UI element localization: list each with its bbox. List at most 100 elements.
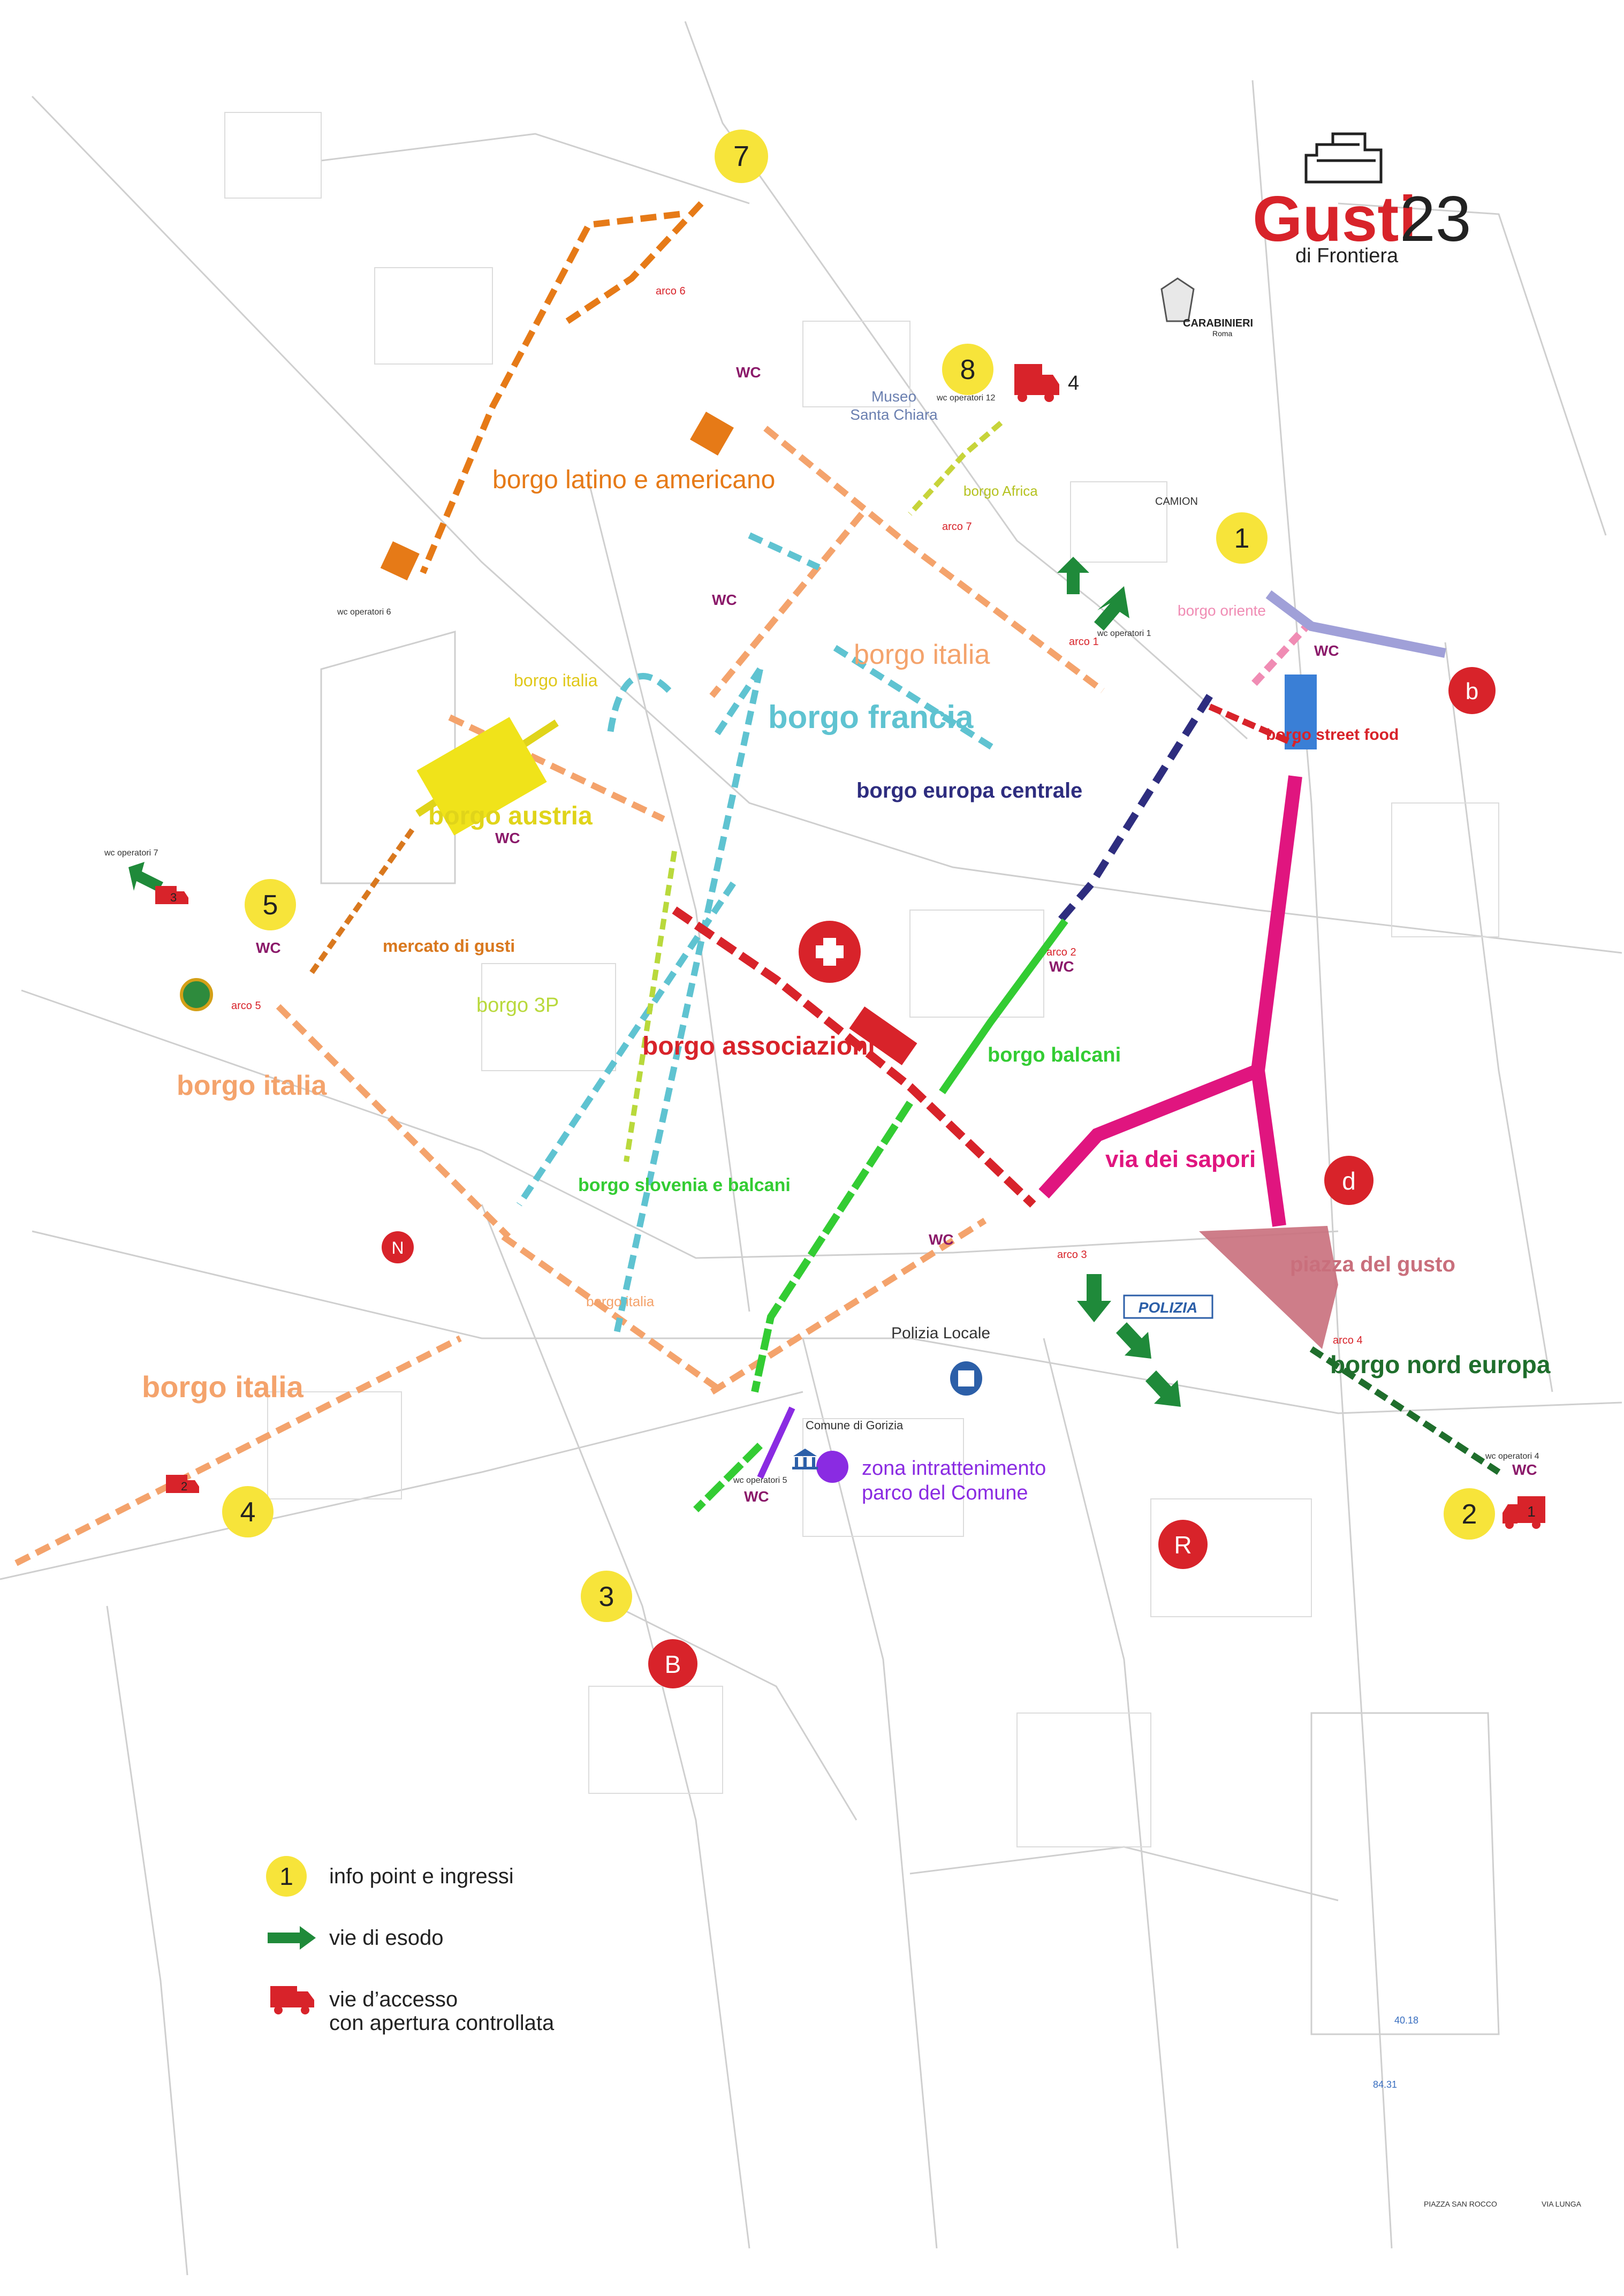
zone-oriente-line [1249,618,1315,688]
zone-3p-line [624,851,677,1162]
zone-sapori-line [1038,775,1302,1227]
info-point-5[interactable]: 5 [245,879,296,930]
label-arco5: arco 5 [231,1000,261,1012]
label-camion: CAMION [1155,496,1198,507]
svg-text:2: 2 [181,1480,187,1493]
label-piazza-del-gusto: piazza del gusto [1290,1253,1455,1276]
logo-brand: Gusti [1253,183,1417,255]
zone-africa-line [908,421,1003,516]
red-markers: b d N R B [382,667,1496,1688]
info-point-8[interactable]: 8 [942,344,993,395]
legend-info-label: info point e ingressi [329,1865,514,1888]
label-wc-op5: wc operatori 5 [733,1476,787,1485]
label-arco1: arco 1 [1069,636,1099,648]
label-wc-op4: wc operatori 4 [1485,1452,1539,1461]
zone-balcani-line [939,918,1068,1094]
truck-icon-2[interactable]: 2 [166,1475,199,1493]
legend-info-icon: 1 [266,1856,307,1897]
svg-text:N: N [391,1238,404,1257]
zone-lavender-road [1265,590,1446,658]
label-borgo-slovenia: borgo slovenia e balcani [578,1175,791,1195]
label-borgo-italia-yellow: borgo italia [514,671,598,690]
label-borgo-nord-europa: borgo nord europa [1330,1351,1551,1378]
zone-streetfood-line [1208,703,1297,747]
truck-icon-1[interactable]: 1 [1502,1496,1545,1529]
info-point-7[interactable]: 7 [715,130,768,183]
marker-r[interactable]: R [1158,1520,1208,1569]
exit-arrow-icon [128,862,163,892]
label-borgo-street-food: borgo street food [1266,726,1399,744]
building-outlines [224,112,1499,1847]
svg-text:4: 4 [1068,372,1079,395]
label-borgo-3p: borgo 3P [476,994,559,1017]
label-comune: Comune di Gorizia [806,1419,904,1432]
zone-francia-line [517,532,998,1339]
municipality-icon [792,1449,818,1469]
marker-b-large[interactable]: B [648,1639,697,1688]
label-mercato-di-gusti: mercato di gusti [383,936,515,956]
exit-arrows [128,557,1181,1407]
svg-text:CARABINIERI: CARABINIERI [1183,317,1253,329]
info-points: 7 8 1 5 4 3 2 [222,130,1495,1622]
label-borgo-italia-southwest: borgo italia [142,1370,304,1404]
svg-text:1: 1 [1234,523,1250,554]
wc-icon: WC [1049,958,1074,975]
info-point-1[interactable]: 1 [1216,512,1268,564]
label-via-lunga: VIA LUNGA [1542,2200,1582,2208]
legend-row-exit: vie di esodo [265,1924,443,1951]
truck-icon-3[interactable]: 3 [155,886,188,904]
zone-labels: borgo latino e americano borgo Africa bo… [142,466,1551,1504]
svg-text:b: b [1466,678,1478,704]
castle-icon [1304,132,1383,184]
svg-text:4: 4 [240,1497,256,1528]
label-arco6: arco 6 [656,285,686,297]
label-borgo-africa: borgo Africa [963,483,1038,499]
label-borgo-latino: borgo latino e americano [492,466,775,494]
police-badge-icon [950,1361,982,1396]
exit-arrow-icon [268,1926,316,1950]
svg-text:1: 1 [1527,1503,1536,1520]
wc-icon: WC [712,592,737,608]
wc-marks: WC WC WC WC WC WC WC WC WC [256,364,1537,1505]
svg-text:2: 2 [1462,1499,1477,1530]
marker-d[interactable]: d [1324,1156,1373,1205]
green-badge-icon [180,978,213,1011]
polizia-sign: POLIZIA [1123,1294,1213,1319]
zone-parco-line [757,1406,795,1479]
label-wc-op7: wc operatori 7 [104,848,158,858]
marker-b[interactable]: b [1448,667,1496,714]
zone-streetfood-block [1285,675,1317,749]
info-point-2[interactable]: 2 [1444,1488,1495,1540]
logo: Gusti 23 di Frontiera [1253,132,1471,267]
zona-line-2: parco del Comune [862,1482,1028,1504]
svg-text:3: 3 [170,891,177,904]
legend-row-info: 1 info point e ingressi [265,1855,514,1898]
label-borgo-italia-west: borgo italia [177,1070,327,1101]
logo-year: 23 [1400,183,1471,255]
svg-text:POLIZIA: POLIZIA [1139,1299,1197,1316]
label-wc-op12: wc operatori 12 [936,393,995,403]
svg-text:3: 3 [599,1581,614,1612]
zone-parco-dot [816,1451,848,1483]
label-borgo-balcani: borgo balcani [988,1044,1121,1066]
zone-associazioni-block [849,1006,917,1065]
wc-icon: WC [744,1488,769,1505]
wc-icon: WC [495,830,520,846]
legend-exit-label: vie di esodo [329,1926,444,1950]
truck-icon-4[interactable]: 4 [1014,364,1079,402]
exit-arrow-icon [1145,1370,1181,1407]
svg-text:8: 8 [960,354,976,385]
svg-text:1: 1 [279,1862,293,1890]
label-borgo-associazioni: borgo associazioni [642,1032,875,1060]
info-point-4[interactable]: 4 [222,1486,274,1537]
marker-n[interactable]: N [382,1231,414,1263]
exit-arrow-icon [1077,1274,1111,1322]
label-borgo-europa-centrale: borgo europa centrale [856,779,1082,802]
label-borgo-francia: borgo francia [768,699,974,735]
info-point-3[interactable]: 3 [581,1571,632,1622]
carabinieri-emblem: CARABINIERI Roma [1160,277,1253,338]
wc-icon: WC [256,939,281,956]
legend: 1 info point e ingressi vie di esodo vie… [206,1801,581,2106]
